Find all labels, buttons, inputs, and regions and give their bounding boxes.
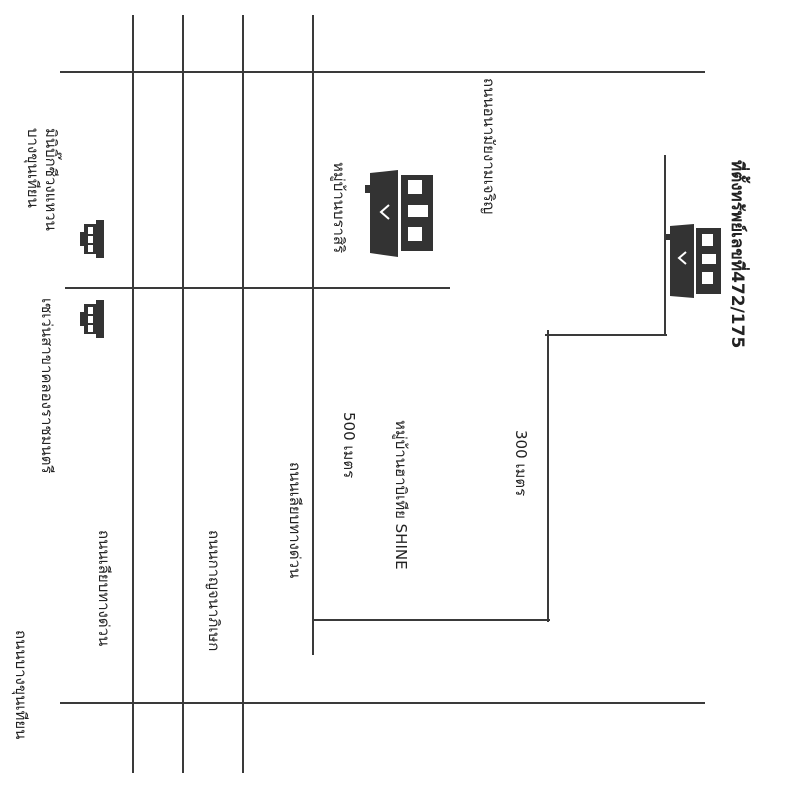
label-minibigc-line2: บางขุนเทียน — [24, 128, 42, 208]
road-top — [60, 71, 705, 73]
label-dist-500: 500 เมตร — [340, 412, 358, 479]
store-icon — [80, 300, 104, 338]
store-icon — [80, 220, 104, 258]
label-property: ที่ตั้งทรัพย์เลขที่472/175 — [727, 160, 747, 349]
soi-habitia — [313, 619, 550, 621]
road-bangkhuntien — [60, 702, 705, 704]
label-dist-300: 300 เมตร — [512, 430, 530, 497]
property-house-icon — [666, 224, 721, 298]
soi-property-end — [664, 155, 666, 336]
soi-property — [545, 334, 667, 336]
label-road-expressway-right: ถนนเลียบทางด่วน — [286, 462, 304, 579]
road-kanchana — [242, 15, 244, 773]
soi-300m — [547, 330, 549, 622]
house-icon — [365, 170, 433, 257]
label-road-bangkhuntien: ถนนบางขุนเทียน — [12, 630, 30, 740]
label-road-kanchana: ถนนกาญจนาภิเษก — [205, 530, 223, 652]
label-road-expressway-left: ถนนเลียบทางด่วน — [95, 530, 113, 647]
road-expressway-left-2 — [182, 15, 184, 773]
label-minibigc: มินิบิ๊กซีวงแหวนบางขุนเทียน — [24, 128, 60, 231]
road-anamai-branch — [65, 287, 450, 289]
label-seven: เซเว่นสาขาคลองราชมนตรี — [38, 298, 56, 474]
label-minibigc-line1: มินิบิ๊กซีวงแหวน — [42, 128, 60, 231]
label-village-brasiri: หมู่บ้านบราสิริ — [330, 162, 348, 254]
label-road-anamai: ถนนอนามัยงามเจริญ — [480, 78, 498, 215]
road-expressway-left-1 — [132, 15, 134, 773]
label-village-habitia: หมู่บ้านฮาบิเทีย SHINE — [392, 420, 410, 570]
road-expressway-right — [312, 15, 314, 655]
